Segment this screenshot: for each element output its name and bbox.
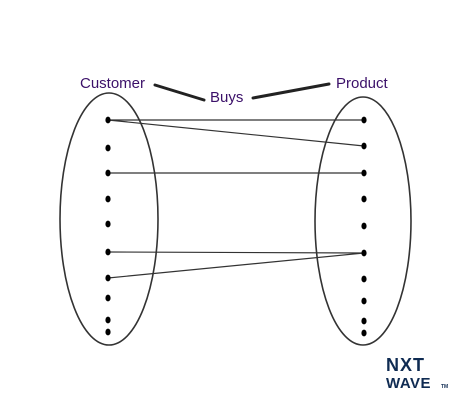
customer-point-6 [105,274,111,282]
product-label: Product [336,75,389,92]
product-point-4 [361,222,367,230]
nxtwave-logo: NXT WAVE TM [386,355,448,392]
mapping-line-1 [107,119,365,147]
mapping-line-3 [107,251,365,254]
mapping-line-4 [107,252,365,279]
logo-line1: NXT [386,355,425,375]
product-point-0 [361,116,367,124]
product-point-9 [361,329,367,337]
customer-point-4 [105,220,111,228]
customer-point-9 [105,328,111,336]
customer-point-8 [105,316,111,324]
logo-trademark: TM [441,384,448,390]
buys-product-connector [251,82,331,100]
customer-point-2 [105,169,111,177]
customer-label: Customer [80,75,145,92]
product-point-1 [361,142,367,150]
product-set-ellipse [314,96,412,346]
product-point-8 [361,317,367,325]
mapping-lines [107,119,365,279]
customer-point-5 [105,248,111,256]
customer-point-7 [105,294,111,302]
product-point-3 [361,195,367,203]
logo-line2: WAVE [386,375,431,392]
buys-label: Buys [210,89,243,106]
product-point-7 [361,297,367,305]
customer-point-3 [105,195,111,203]
customer-point-0 [105,116,111,124]
customer-points [105,116,111,336]
customer-point-1 [105,144,111,152]
product-point-5 [361,249,367,257]
customer-buys-connector [153,83,206,102]
product-point-6 [361,275,367,283]
product-point-2 [361,169,367,177]
product-points [361,116,367,337]
customer-set-ellipse [59,92,159,346]
